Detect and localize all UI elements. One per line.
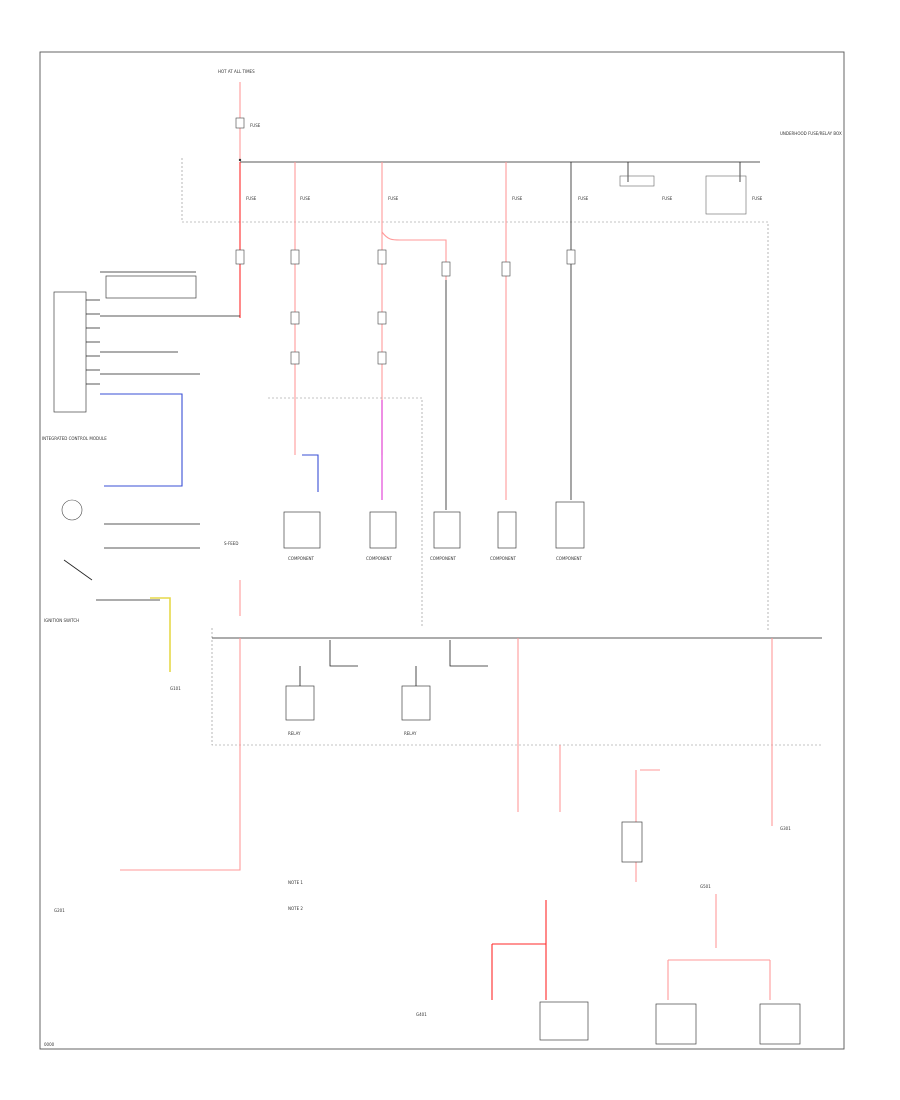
relay-label-2: RELAY (404, 731, 417, 736)
component-box-4 (497, 511, 517, 549)
relay-label-1: RELAY (288, 731, 301, 736)
page-code: 0000 (44, 1042, 55, 1047)
fuse-label-2: FUSE (300, 196, 311, 201)
top-feed-label: HOT AT ALL TIMES (218, 69, 255, 74)
conn-a3 (377, 249, 387, 265)
lower-box-outline (211, 628, 822, 746)
fuse-label-1: FUSE (246, 196, 257, 201)
left-switch-label: IGNITION SWITCH (44, 618, 79, 623)
module-side-block (105, 275, 197, 299)
fuse-label-main: FUSE (250, 123, 261, 128)
left-module: INTEGRATED CONTROL MODULE IGNITION SWITC… (42, 271, 240, 691)
fuse-label-6: FUSE (662, 196, 673, 201)
relay-group: RELAY RELAY (285, 640, 488, 736)
ground-label-5: G501 (700, 884, 711, 889)
conn-a6 (566, 249, 576, 265)
module-pin-lines (86, 299, 100, 385)
component-box-5 (555, 501, 585, 549)
component-row: COMPONENT COMPONENT COMPONENT COMPONENT … (283, 501, 585, 561)
bottom-mid-box (539, 1001, 589, 1041)
fuse-block-1 (619, 175, 655, 187)
component-label-4: COMPONENT (490, 556, 516, 561)
bottom-note-2: NOTE 2 (288, 906, 303, 911)
relay-wires (299, 640, 488, 686)
lower-drop-left (120, 638, 241, 871)
fuse-label-3: FUSE (388, 196, 399, 201)
relay-box-2 (401, 685, 431, 721)
fuse-box-label: UNDERHOOD FUSE/RELAY BOX (780, 131, 842, 136)
conn-b3 (377, 311, 387, 325)
left-signal-wires (96, 351, 200, 601)
bottom-right-wire (667, 894, 771, 1000)
main-feed-node (238, 158, 242, 162)
component-box-3 (433, 511, 461, 549)
ground-label-2: G201 (54, 908, 65, 913)
blue-loop-wire (100, 393, 183, 487)
main-fuse (235, 117, 245, 129)
bottom-note-1: NOTE 1 (288, 880, 303, 885)
bottom-right-box-1 (655, 1003, 697, 1045)
fuse-box-outline (181, 158, 769, 630)
ground-label-4: G401 (416, 1012, 427, 1017)
red-branch (381, 231, 447, 280)
ground-label-3: G301 (780, 826, 791, 831)
conn-c3 (377, 351, 387, 365)
switch-symbol (61, 499, 83, 521)
component-label-2: COMPONENT (366, 556, 392, 561)
diagram-frame (39, 51, 845, 1050)
right-component-box (621, 821, 643, 863)
component-box-2 (369, 511, 397, 549)
conn-c2 (290, 351, 300, 365)
component-label-3: COMPONENT (430, 556, 456, 561)
conn-b2 (290, 311, 300, 325)
module-dashed-area (268, 397, 423, 628)
fuse-label-7: FUSE (752, 196, 763, 201)
switch-arm (63, 559, 93, 581)
component-box-1 (283, 511, 321, 549)
fuse-block-2 (705, 175, 747, 215)
component-label-1: COMPONENT (288, 556, 314, 561)
relay-box-1 (285, 685, 315, 721)
fuse-label-4: FUSE (512, 196, 523, 201)
integrated-module-box (53, 291, 87, 413)
drop-connectors (235, 249, 576, 365)
left-module-label: INTEGRATED CONTROL MODULE (42, 436, 107, 441)
conn-a1 (235, 249, 245, 265)
conn-a5 (501, 261, 511, 277)
module-feed (100, 271, 240, 317)
bottom-mid-wire (491, 900, 547, 1000)
ground-label-1: G101 (170, 686, 181, 691)
yellow-wire (150, 597, 171, 672)
blue-short-wire (302, 454, 319, 492)
component-label-5: COMPONENT (556, 556, 582, 561)
conn-a4 (441, 261, 451, 277)
fuse-label-5: FUSE (578, 196, 589, 201)
conn-a2 (290, 249, 300, 265)
fuse-drops: FUSE FUSE FUSE FUSE FUSE FUSE FUSE (239, 162, 763, 500)
bottom-right-box-2 (759, 1003, 801, 1045)
splice-label: S-FEED (224, 541, 238, 546)
